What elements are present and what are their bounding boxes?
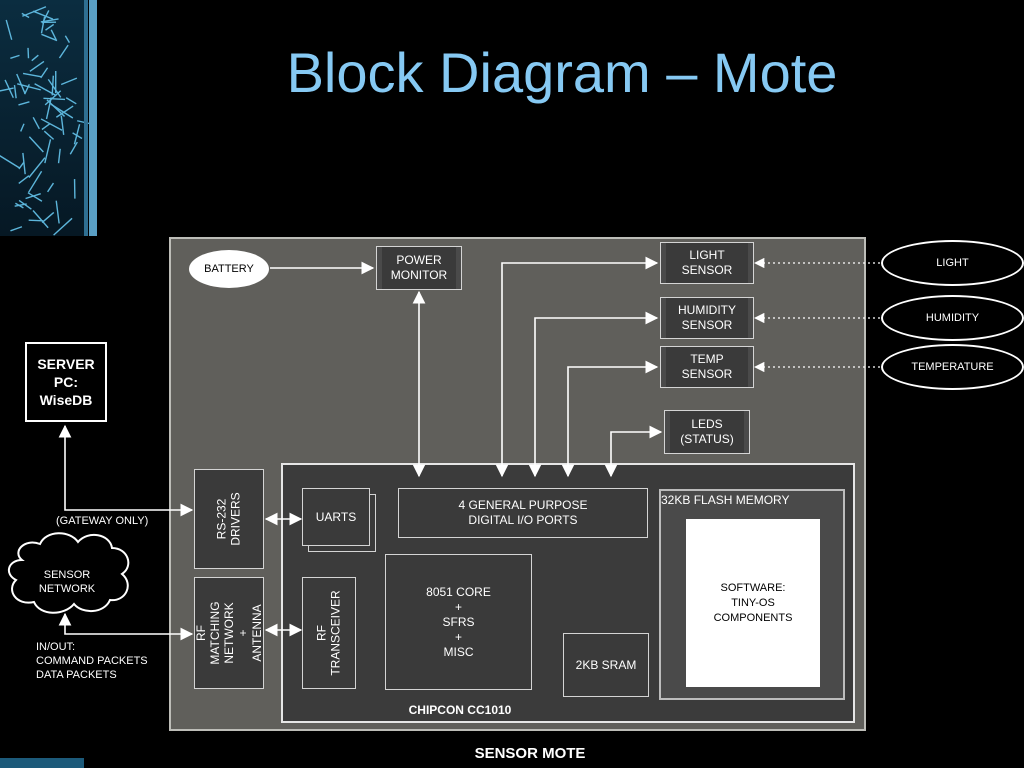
battery-label: BATTERY — [204, 262, 254, 275]
env-humidity-ellipse: HUMIDITY — [881, 295, 1024, 341]
uarts-block: UARTS — [302, 488, 370, 546]
sensor-network-cloud — [7, 532, 130, 614]
rf-matching-block: RF MATCHING NETWORK + ANTENNA — [194, 577, 264, 689]
decorative-plant-image — [0, 0, 97, 768]
rf-transceiver-label: RF TRANSCEIVER — [315, 590, 344, 676]
temp-sensor-block: TEMP SENSOR — [660, 346, 754, 388]
sensor-network-label: SENSOR NETWORK — [38, 569, 96, 595]
arrow-server-rs232 — [58, 424, 194, 517]
sram-block: 2KB SRAM — [563, 633, 649, 697]
flash-memory-label: 32KB FLASH MEMORY — [661, 493, 790, 507]
battery-block: BATTERY — [189, 250, 269, 288]
leds-status-block: LEDS (STATUS) — [664, 410, 750, 454]
rs232-drivers-block: RS-232 DRIVERS — [194, 469, 264, 569]
io-ports-block: 4 GENERAL PURPOSE DIGITAL I/O PORTS — [398, 488, 648, 538]
io-packets-note: IN/OUT: COMMAND PACKETS DATA PACKETS — [36, 641, 148, 681]
server-pc-box: SERVER PC: WiseDB — [25, 342, 107, 422]
rf-transceiver-block: RF TRANSCEIVER — [302, 577, 356, 689]
software-block: SOFTWARE: TINY-OS COMPONENTS — [686, 519, 820, 687]
sensor-mote-label: SENSOR MOTE — [474, 744, 586, 762]
gateway-only-label: (GATEWAY ONLY) — [56, 515, 149, 527]
arrow-leds-io-ports — [604, 425, 663, 478]
env-temperature-ellipse: TEMPERATURE — [881, 344, 1024, 390]
light-sensor-block: LIGHT SENSOR — [660, 242, 754, 284]
slide-title: Block Diagram – Mote — [286, 41, 838, 104]
chip-name-label: CHIPCON CC1010 — [408, 702, 512, 717]
power-monitor-block: POWER MONITOR — [376, 246, 462, 290]
rf-matching-label: RF MATCHING NETWORK + ANTENNA — [194, 601, 264, 665]
arrow-sensor-network-rf — [58, 612, 194, 641]
arrow-temp-sensor-io-ports — [561, 360, 659, 478]
core-block: 8051 CORE + SFRS + MISC — [385, 554, 532, 690]
env-light-ellipse: LIGHT — [881, 240, 1024, 286]
rs232-drivers-label: RS-232 DRIVERS — [215, 492, 243, 546]
humidity-sensor-block: HUMIDITY SENSOR — [660, 297, 754, 339]
arrow-light-sensor-io-ports — [495, 256, 659, 478]
arrow-humidity-sensor-io-ports — [528, 311, 659, 478]
